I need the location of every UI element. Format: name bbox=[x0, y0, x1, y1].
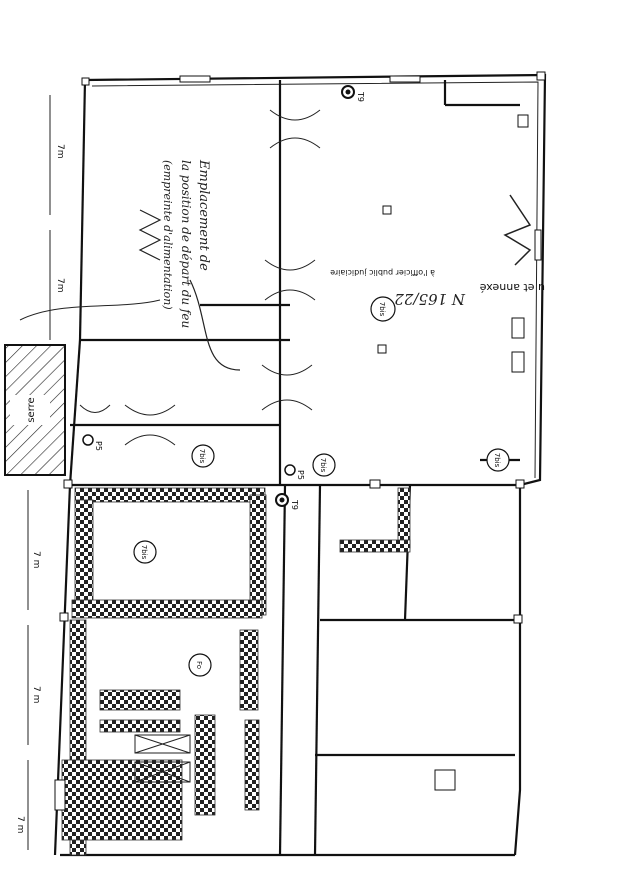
svg-text:7bis: 7bis bbox=[493, 453, 501, 468]
dim-left-top-1: 7m bbox=[55, 144, 65, 159]
fixture-boxes bbox=[134, 734, 191, 783]
dim-left-top-2: 7m bbox=[55, 278, 65, 293]
svg-text:(empreinte d'alimentation): (empreinte d'alimentation) bbox=[161, 160, 174, 310]
marker-p5-left: P5 bbox=[94, 441, 103, 451]
double-doors bbox=[79, 109, 321, 446]
room-label-a: 7bis bbox=[312, 453, 336, 477]
greenhouse: serre bbox=[4, 344, 66, 476]
room-markers: T9 T9 P5 P5 7bis 7bis 7bis 7bis 7bis bbox=[82, 85, 510, 677]
svg-text:Emplacement de: Emplacement de bbox=[196, 159, 211, 271]
stamp-ref: N 165/22 bbox=[394, 290, 466, 308]
room-label-c: 7bis bbox=[133, 540, 157, 564]
svg-text:la position de départ du feu: la position de départ du feu bbox=[179, 160, 193, 328]
room-label-small: 7bis bbox=[191, 444, 215, 468]
dim-left-mid: 7 m bbox=[31, 551, 41, 568]
stamp-line1: u et annexé bbox=[480, 281, 545, 294]
svg-text:7bis: 7bis bbox=[198, 449, 206, 464]
svg-text:Fo: Fo bbox=[195, 661, 203, 669]
interior-walls bbox=[70, 80, 520, 856]
tiled-floor-areas bbox=[61, 487, 411, 856]
greenhouse-label: serre bbox=[26, 397, 37, 422]
svg-text:7bis: 7bis bbox=[378, 302, 386, 317]
dim-left-low: 7 m bbox=[31, 686, 41, 703]
outer-walls bbox=[53, 73, 547, 857]
official-stamp: u et annexé à l'officier public judiciai… bbox=[330, 268, 545, 308]
dimension-lines: 7m 7m 7 m 7 m 7 m bbox=[15, 95, 65, 850]
marker-t9-mid: T9 bbox=[290, 499, 299, 510]
handwritten-arrow bbox=[19, 209, 241, 371]
marker-t9-top: T9 bbox=[356, 91, 365, 102]
stamp-line2: à l'officier public judiciaire bbox=[330, 268, 435, 277]
room-label-b: 7bis bbox=[486, 448, 510, 472]
signature bbox=[503, 194, 532, 266]
room-label-large: 7bis bbox=[370, 296, 396, 322]
handwritten-annotation: Emplacement de la position de départ du … bbox=[161, 159, 211, 328]
room-label-d: Fo bbox=[188, 653, 212, 677]
dim-left-bottom: 7 m bbox=[15, 816, 25, 833]
wall-markers bbox=[54, 71, 546, 811]
svg-text:7bis: 7bis bbox=[319, 458, 327, 473]
marker-p5-mid: P5 bbox=[296, 470, 305, 480]
svg-text:7bis: 7bis bbox=[140, 545, 148, 560]
